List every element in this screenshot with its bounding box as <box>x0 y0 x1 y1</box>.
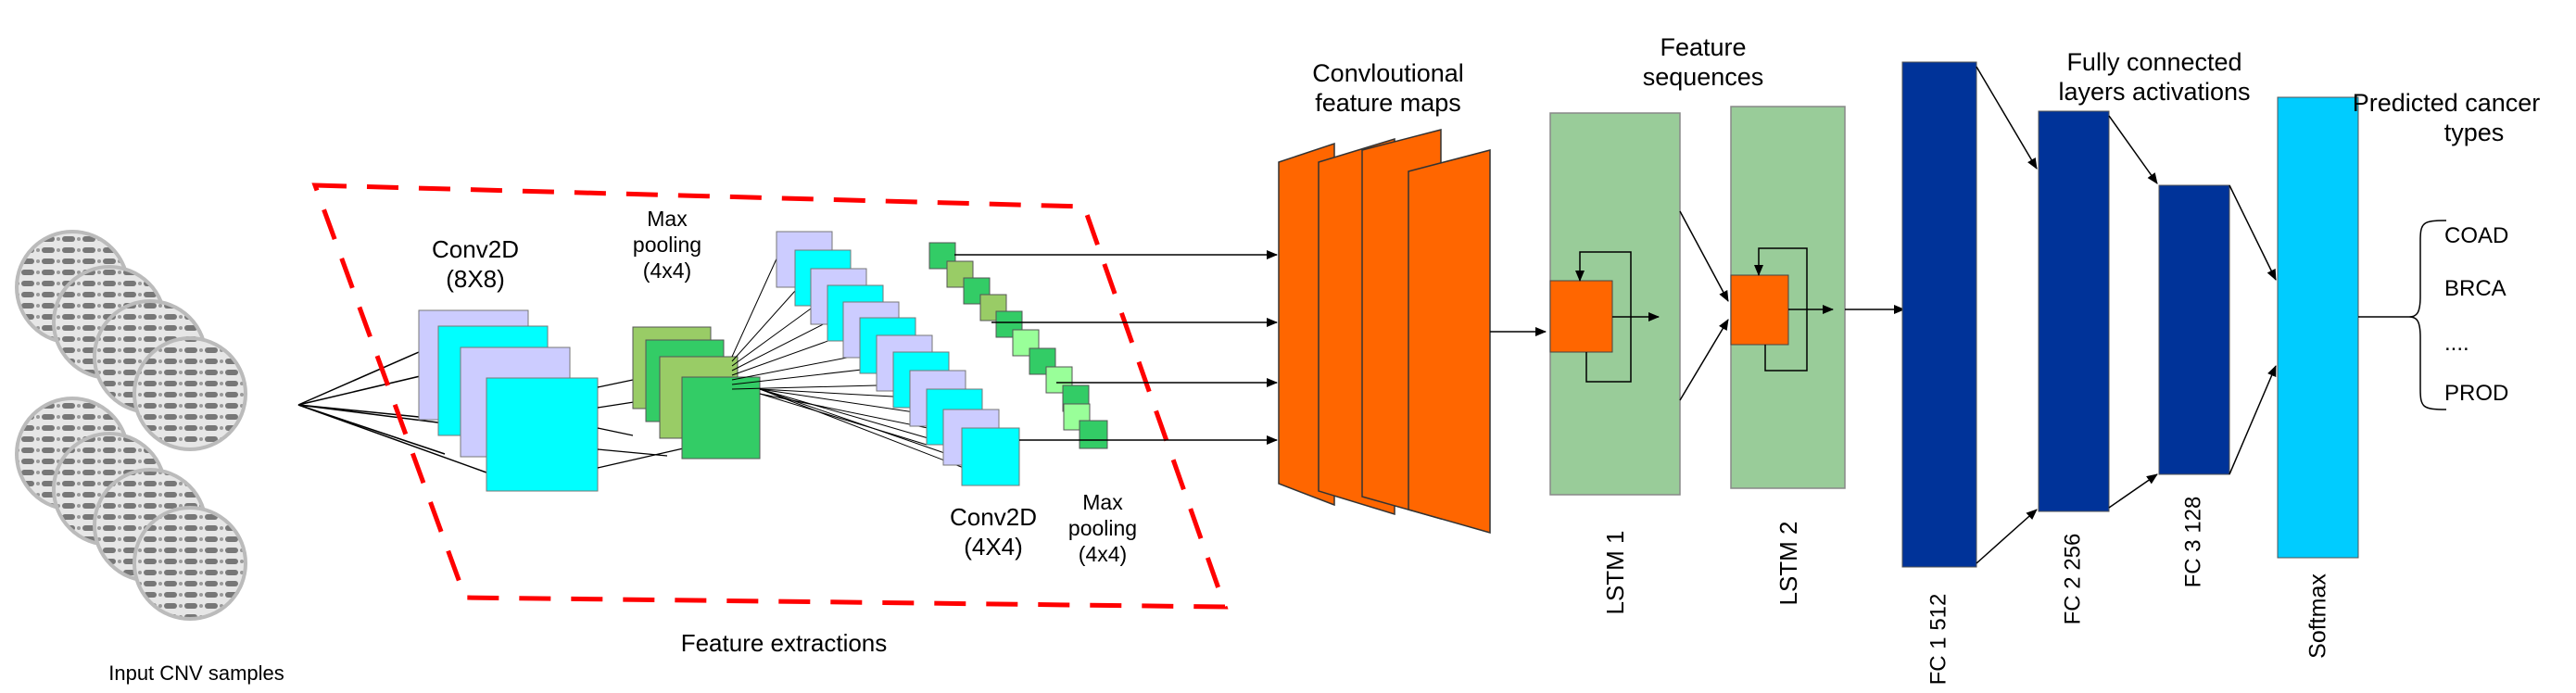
pool1-name: Max <box>647 207 688 231</box>
feature-extraction-label: Feature extractions <box>681 629 888 657</box>
sequences-title-line1: Feature <box>1660 33 1746 61</box>
extraction-to-feature-maps-arrows <box>954 250 1278 445</box>
softmax-layer: Softmax <box>2277 96 2359 659</box>
lstm-1-label: LSTM 1 <box>1601 530 1629 614</box>
lstm-2-label: LSTM 2 <box>1774 521 1802 605</box>
pool1-size: (4x4) <box>643 258 691 283</box>
pool1-to-conv2-lines <box>731 254 1002 473</box>
class-coad: COAD <box>2444 223 2508 248</box>
conv2-size: (4X4) <box>964 533 1023 561</box>
conv2d-8x8-layer: Conv2D (8X8) <box>418 235 599 492</box>
pool2-name2: pooling <box>1068 516 1137 540</box>
fully-connected-layers: Fully connected layers activations FC 1 … <box>1901 48 2277 686</box>
feature-maps-title-line1: Convloutional <box>1312 59 1464 87</box>
sequences-title-line2: sequences <box>1643 63 1764 91</box>
feature-maps-title-line2: feature maps <box>1315 89 1461 117</box>
predicted-output: Predicted cancer types COAD BRCA .... PR… <box>2353 89 2541 410</box>
pool1-name2: pooling <box>633 233 701 257</box>
softmax-label: Softmax <box>2305 573 2331 659</box>
input-cnv-samples: Input CNV samples <box>15 230 284 685</box>
class-brca: BRCA <box>2444 276 2507 301</box>
conv1-size: (8X8) <box>446 265 505 293</box>
lstm-layers: Feature sequences LSTM 1 LSTM 2 <box>1549 33 1905 615</box>
class-ellipsis: .... <box>2444 331 2469 356</box>
fc1-block <box>1901 61 1977 568</box>
pool2-name: Max <box>1082 490 1123 514</box>
lstm-2-block: LSTM 2 <box>1730 106 1846 606</box>
input-caption: Input CNV samples <box>108 662 284 685</box>
lstm1-to-lstm2-arrows <box>1679 210 1729 401</box>
fc1-label: FC 1 512 <box>1926 594 1951 686</box>
fc-connection-arrows <box>1976 66 2277 564</box>
cnv-sample-image <box>133 506 247 621</box>
fc3-label: FC 3 128 <box>2180 497 2205 588</box>
fc2-label: FC 2 256 <box>2060 534 2085 625</box>
output-brace <box>2408 220 2447 410</box>
maxpool-4x4-layer-1: Max pooling (4x4) <box>632 207 761 460</box>
convolutional-feature-maps: Convloutional feature maps <box>1278 59 1491 534</box>
pool2-size: (4x4) <box>1079 542 1127 566</box>
feature-extraction-region: Feature extractions <box>311 183 1229 657</box>
class-prod: PROD <box>2444 381 2508 406</box>
output-title-line2: types <box>2444 119 2505 146</box>
conv2d-4x4-layer: Conv2D (4X4) <box>776 231 1037 561</box>
softmax-block <box>2277 96 2359 559</box>
output-title-line1: Predicted cancer <box>2353 89 2541 117</box>
fc3-block <box>2158 184 2230 475</box>
fc-title-line1: Fully connected <box>2066 48 2241 76</box>
conv2-name: Conv2D <box>950 503 1037 531</box>
cnv-sample-image <box>133 336 247 451</box>
lstm-1-block: LSTM 1 <box>1549 112 1681 615</box>
fc-title-line2: layers activations <box>2058 78 2250 106</box>
fc2-block <box>2038 110 2110 512</box>
conv1-name: Conv2D <box>432 235 519 263</box>
maxpool-4x4-layer-2: Max pooling (4x4) <box>928 242 1137 566</box>
